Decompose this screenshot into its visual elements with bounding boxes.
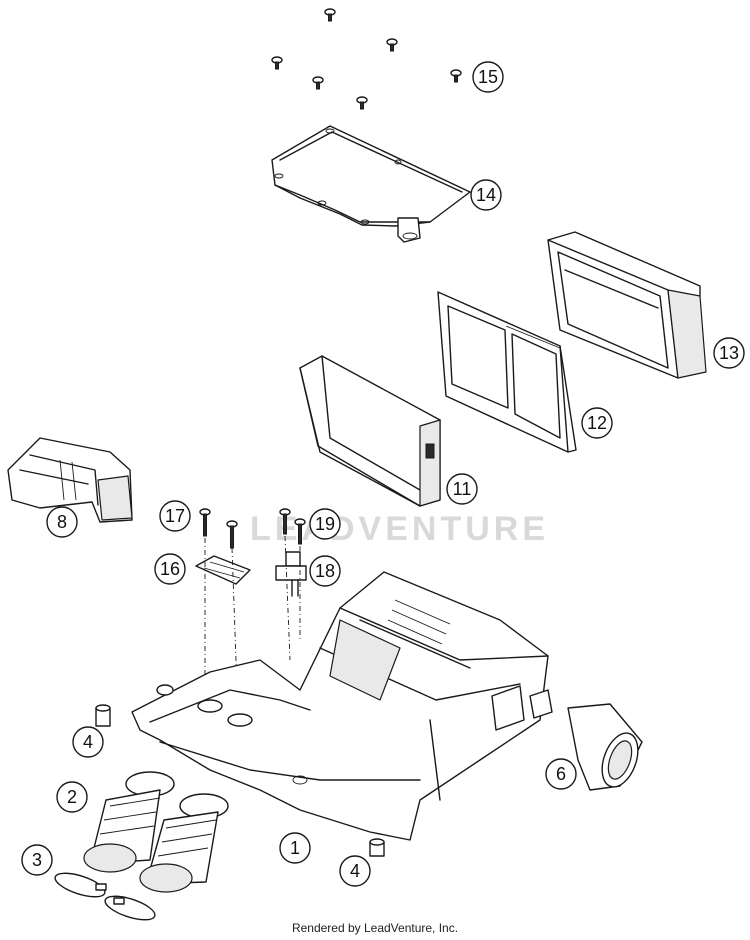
svg-text:8: 8 [57,512,67,532]
watermark-text: LEADVENTURE [250,510,549,548]
svg-text:6: 6 [556,764,566,784]
part-2-intake-sleeves [83,771,229,893]
svg-text:17: 17 [165,506,185,526]
callout-4b[interactable]: 4 [339,855,371,887]
part-19-bolts [279,508,306,545]
callout-18[interactable]: 18 [309,555,341,587]
callout-11[interactable]: 11 [446,473,478,505]
svg-text:11: 11 [453,479,472,499]
part-14-airbox-cover [271,125,471,243]
part-3-clamps [54,872,156,921]
svg-text:15: 15 [478,67,498,87]
svg-text:16: 16 [160,559,180,579]
svg-text:14: 14 [476,185,496,205]
svg-text:13: 13 [719,343,739,363]
part-4-spacer-a [95,704,111,727]
part-17-bolts [199,508,238,549]
part-4-spacer-b [369,838,385,857]
svg-text:1: 1 [290,838,300,858]
callout-3[interactable]: 3 [21,844,53,876]
part-16-bracket [195,555,251,585]
part-6-intake-duct [567,703,643,791]
svg-text:18: 18 [315,561,335,581]
part-1-airbox-housing [131,571,553,841]
callout-1[interactable]: 1 [279,832,311,864]
footer-credit: Rendered by LeadVenture, Inc. [291,921,459,935]
callout-19[interactable]: 19 [309,508,341,540]
part-8-intake-boot [7,437,133,523]
callout-17[interactable]: 17 [159,500,191,532]
callout-6[interactable]: 6 [545,758,577,790]
callout-15[interactable]: 15 [472,61,504,93]
svg-text:4: 4 [83,732,93,752]
svg-text:4: 4 [350,861,360,881]
svg-text:19: 19 [315,514,335,534]
callout-12[interactable]: 12 [581,407,613,439]
part-18-sensor [275,551,307,597]
part-11-filter-element [299,355,441,507]
callout-16[interactable]: 16 [154,553,186,585]
svg-text:2: 2 [67,787,77,807]
part-13-filter-frame [547,231,707,379]
svg-text:12: 12 [587,413,607,433]
callout-2[interactable]: 2 [56,781,88,813]
callout-8[interactable]: 8 [46,506,78,538]
callout-4a[interactable]: 4 [72,726,104,758]
callout-13[interactable]: 13 [713,337,745,369]
part-15-screws [271,8,462,110]
part-12-filter-cage [437,291,577,453]
svg-text:3: 3 [32,850,42,870]
callout-14[interactable]: 14 [470,179,502,211]
